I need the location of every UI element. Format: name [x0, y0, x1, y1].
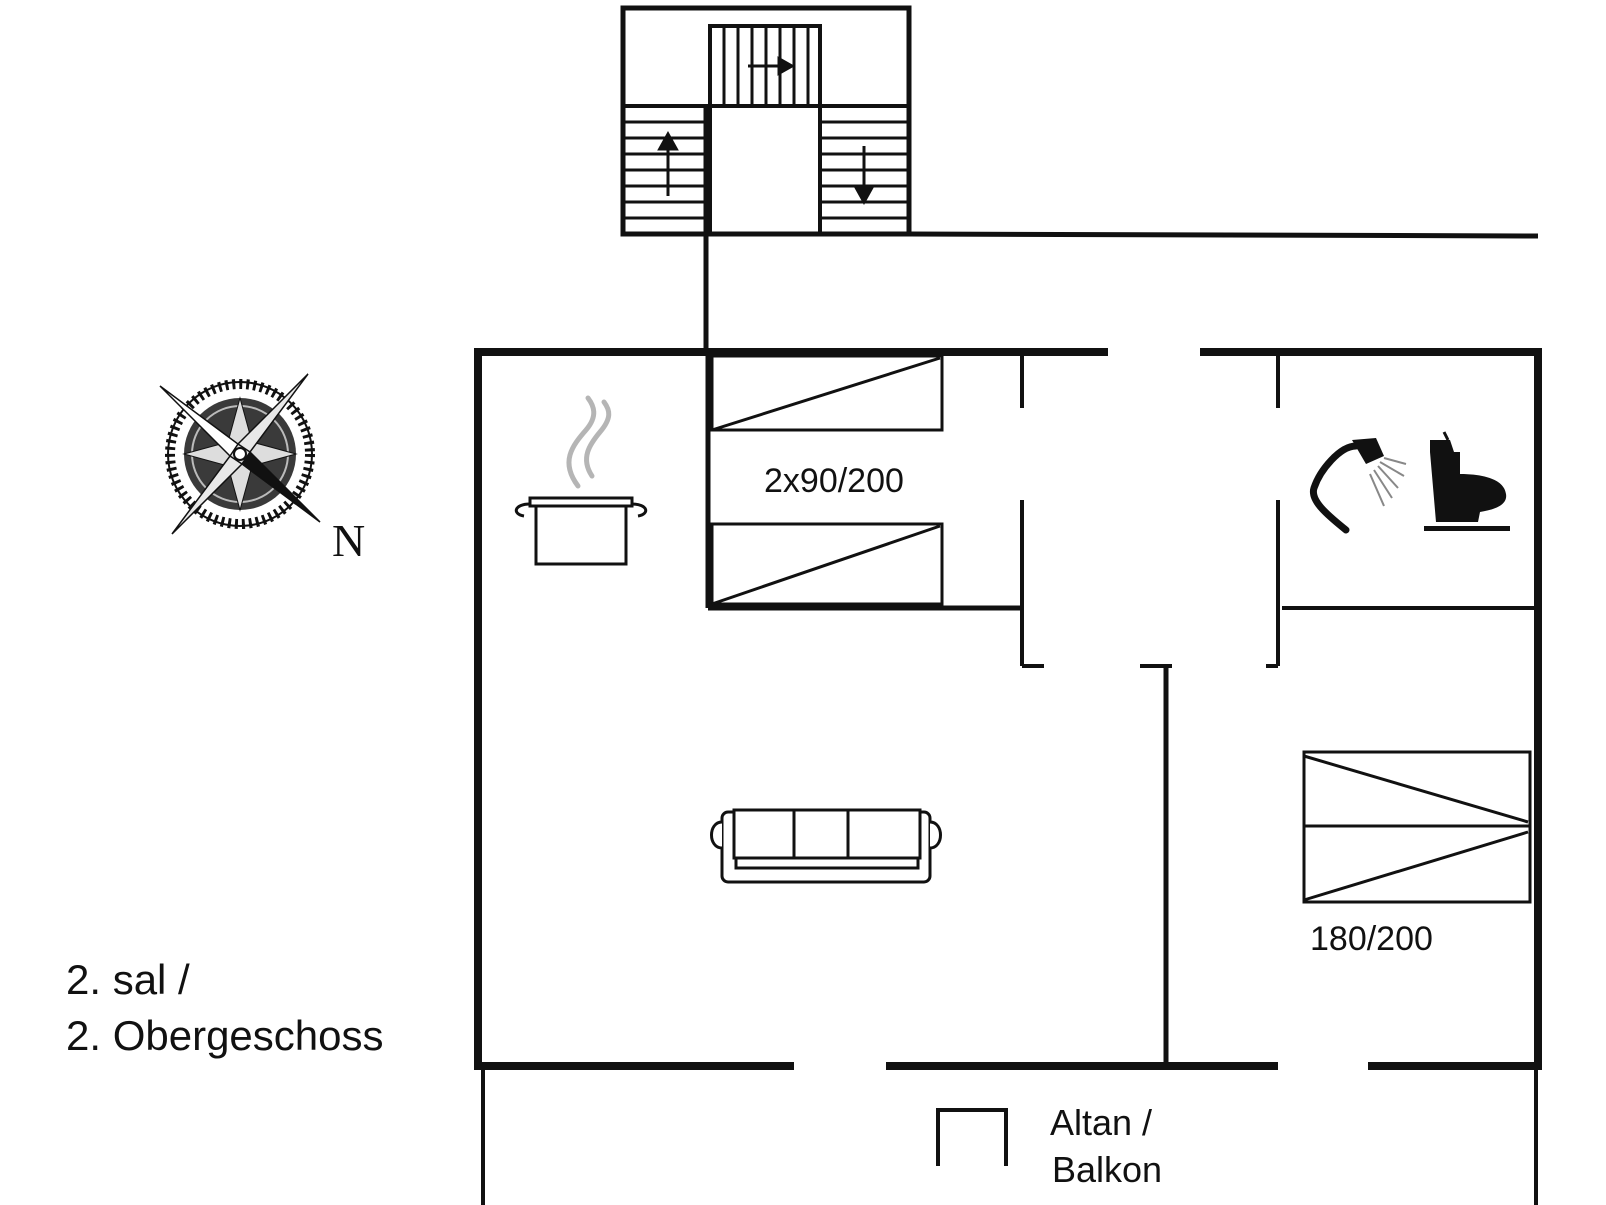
cooking-pot-icon — [514, 395, 648, 566]
single-bed-icon — [710, 354, 944, 432]
floor-label-line1: 2. sal / — [66, 956, 190, 1003]
exterior-walls — [474, 348, 1542, 1070]
staircase — [620, 5, 912, 237]
toilet-icon — [1424, 431, 1510, 531]
double-bed-icon — [1302, 750, 1532, 904]
sofa-icon — [710, 808, 942, 884]
balcony-label-line1: Altan / — [1050, 1102, 1152, 1143]
upper-wall — [908, 231, 1539, 239]
arrow-down-icon — [853, 185, 875, 206]
master-bed-size: 180/200 — [1310, 920, 1433, 958]
compass-rose-icon — [159, 373, 321, 535]
shower-icon — [1309, 438, 1407, 534]
arrow-up-icon — [657, 130, 679, 151]
kids-bed-size: 2x90/200 — [764, 462, 904, 500]
compass-north-label: N — [332, 515, 365, 566]
arrow-right-icon — [777, 56, 796, 76]
balcony — [481, 1070, 1538, 1205]
balcony-label-line2: Balkon — [1052, 1149, 1162, 1190]
planter-icon — [936, 1108, 1008, 1166]
floor-label-line2: 2. Obergeschoss — [66, 1012, 384, 1059]
single-bed-icon — [710, 522, 944, 606]
interior-walls — [705, 352, 1534, 1062]
